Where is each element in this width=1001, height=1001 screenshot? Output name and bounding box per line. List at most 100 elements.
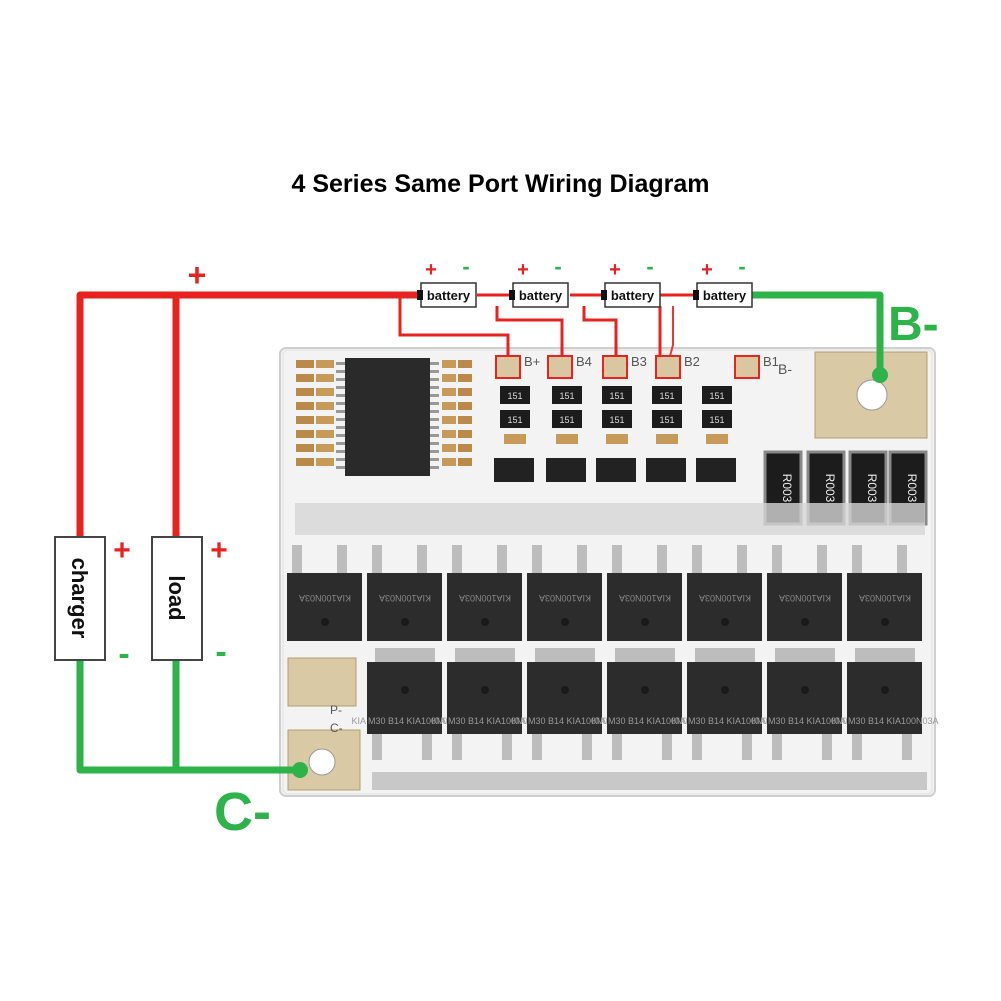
smd-capacitor (296, 402, 314, 410)
ic-pin (336, 442, 345, 445)
ic-pin (336, 362, 345, 365)
resistor-151 (652, 386, 682, 404)
smd-capacitor (296, 360, 314, 368)
battery-label: battery (519, 288, 563, 303)
mosfet-top (367, 573, 442, 641)
mosfet-tab (855, 648, 915, 662)
resistor-code: 151 (659, 391, 674, 401)
smd-capacitor (656, 434, 678, 444)
mosfet-lead (692, 734, 702, 760)
balance-pad (602, 355, 628, 379)
smd-capacitor (316, 388, 334, 396)
ic-pin (430, 434, 439, 437)
mosfet-lead (422, 734, 432, 760)
resistor-code: 151 (609, 391, 624, 401)
positive-wiring (76, 291, 420, 540)
smd-capacitor (296, 416, 314, 424)
load-plus-sign: + (210, 534, 228, 567)
mosfet-tab (455, 648, 515, 662)
mosfet-lead (822, 734, 832, 760)
mosfet-tab (535, 648, 595, 662)
ic-pin (430, 418, 439, 421)
ic-pin (430, 442, 439, 445)
battery-minus-sign: - (554, 254, 561, 279)
smd-capacitor (296, 388, 314, 396)
smd-capacitor (442, 458, 456, 466)
ic-pin (430, 466, 439, 469)
resistor-151 (552, 386, 582, 404)
mosfet-top (527, 573, 602, 641)
smd-capacitor (296, 444, 314, 452)
ic-pin (430, 458, 439, 461)
resistor-151 (652, 410, 682, 428)
ic-pin (430, 386, 439, 389)
resistor-code: 151 (507, 415, 522, 425)
smd-capacitor (458, 360, 472, 368)
mosfet-lead (452, 734, 462, 760)
battery-plus-sign: + (425, 259, 437, 281)
pad-label: B1 (763, 354, 779, 369)
sot23-transistor (696, 458, 736, 482)
mosfet-lead (612, 545, 622, 573)
mosfet-lead (532, 545, 542, 573)
battery-plus-sign: + (701, 259, 713, 281)
mosfet-bottom (767, 662, 842, 734)
mosfet-mark: KIA100N03A (619, 593, 671, 603)
charger-box: charger (54, 536, 106, 661)
mosfet-top (607, 573, 682, 641)
smd-capacitor (458, 458, 472, 466)
mosfet-mark: KIA M30 B14 KIA100N03A (431, 716, 538, 726)
mosfet-lead (737, 545, 747, 573)
mosfet-lead (742, 734, 752, 760)
mosfet-mark: KIA100N03A (699, 593, 751, 603)
ic-pin (336, 466, 345, 469)
battery-minus-sign: - (738, 254, 745, 279)
mosfet-lead (497, 545, 507, 573)
pad-label: B4 (576, 354, 592, 369)
mosfet-mark: KIA100N03A (299, 593, 351, 603)
smd-capacitor (316, 402, 334, 410)
mosfet-lead (452, 545, 462, 573)
mosfet-mark: KIA M30 B14 KIA100N03A (591, 716, 698, 726)
ic-pin (336, 426, 345, 429)
mosfet-lead (772, 734, 782, 760)
mosfet-bottom (687, 662, 762, 734)
resistor-151 (702, 386, 732, 404)
mosfet-lead (582, 734, 592, 760)
smd-capacitor (316, 416, 334, 424)
ic-pin (430, 410, 439, 413)
b-minus-junction (872, 367, 888, 383)
sot23-transistor (596, 458, 636, 482)
ic-pin (336, 378, 345, 381)
smd-capacitor (296, 430, 314, 438)
resistor-code: 151 (709, 415, 724, 425)
smd-capacitor (442, 416, 456, 424)
ic-pin (336, 434, 345, 437)
c-minus-junction (292, 762, 308, 778)
charger-minus-sign: - (118, 635, 129, 673)
mosfet-mark: KIA100N03A (779, 593, 831, 603)
resistor-code: 151 (507, 391, 522, 401)
shunt-code: R003 (865, 474, 879, 503)
bottom-solder-strip (372, 772, 927, 790)
battery-2: battery+- (509, 254, 569, 308)
pad-label-c: C- (330, 721, 343, 735)
ic-pin (336, 394, 345, 397)
smd-capacitor (296, 458, 314, 466)
balance-pad (547, 355, 573, 379)
smd-capacitor (706, 434, 728, 444)
mosfet-mark: KIA M30 B14 KIA100N03A (671, 716, 778, 726)
resistor-code: 151 (659, 415, 674, 425)
ic-pin (336, 418, 345, 421)
balance-pad (734, 355, 760, 379)
mosfet-lead (657, 545, 667, 573)
smd-capacitor (458, 402, 472, 410)
balance-pad (655, 355, 681, 379)
ic-pin (336, 402, 345, 405)
mosfet-lead (502, 734, 512, 760)
mosfet-lead (532, 734, 542, 760)
sot23-transistor (646, 458, 686, 482)
mosfet-mark: KIA M30 B14 KIA100N03A (751, 716, 858, 726)
resistor-151 (602, 386, 632, 404)
